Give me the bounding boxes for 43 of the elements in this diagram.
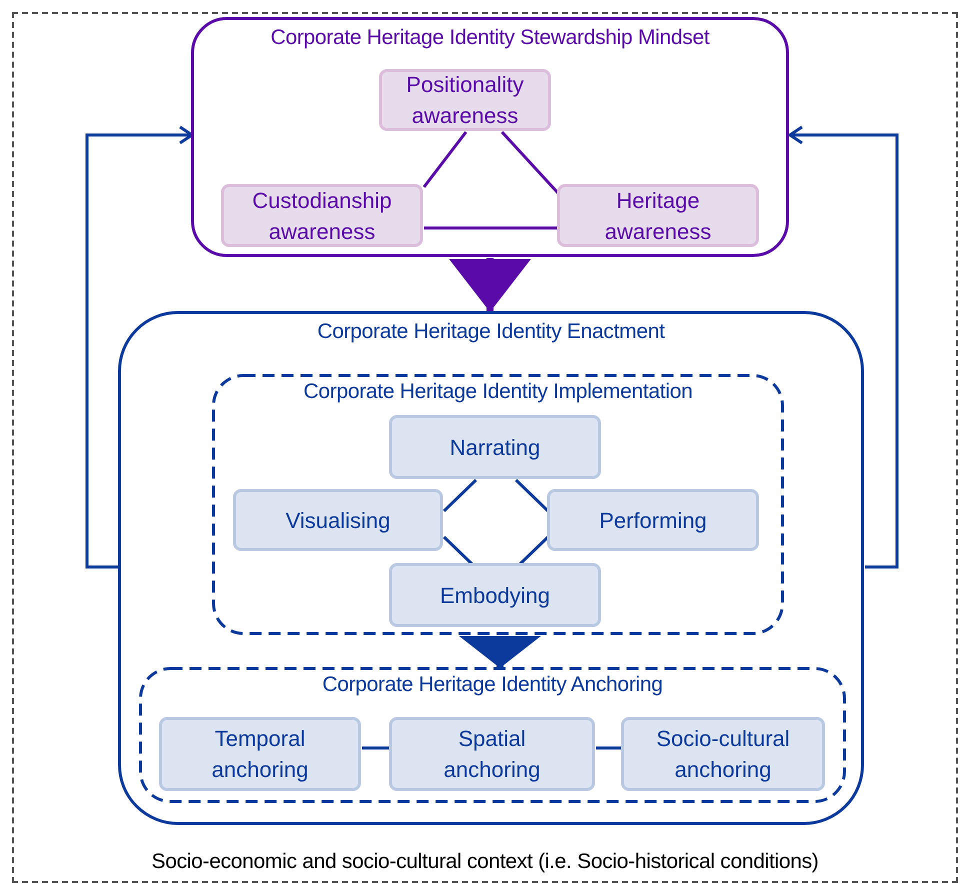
box-label: Visualising xyxy=(286,506,390,535)
box-label: Positionality awareness xyxy=(405,71,525,130)
connector-line xyxy=(596,746,622,750)
triangle-arrow xyxy=(459,636,541,668)
context-caption: Socio-economic and socio-cultural context (i.e. Socio-historical conditions) xyxy=(151,848,818,874)
feedback-arrow xyxy=(788,126,898,568)
group-title: Corporate Heritage Identity Implementation xyxy=(304,379,692,405)
feedback-arrow xyxy=(86,126,194,568)
box-label: Temporal anchoring xyxy=(210,725,310,784)
box-label: Custodianship awareness xyxy=(251,186,393,246)
connector-line xyxy=(518,536,550,566)
dashed-group-frame xyxy=(212,374,784,635)
process-box xyxy=(389,563,601,627)
box-label: Embodying xyxy=(440,582,550,610)
group-title: Corporate Heritage Identity Enactment xyxy=(317,319,665,345)
box-label: Spatial anchoring xyxy=(442,725,542,784)
connector-line xyxy=(442,478,478,512)
box-label: Narrating xyxy=(450,434,540,462)
connector-line xyxy=(500,130,560,194)
group-title: Corporate Heritage Identity Anchoring xyxy=(322,672,663,698)
connector-line xyxy=(514,478,550,512)
process-box xyxy=(389,415,601,479)
box-label: Heritage awareness xyxy=(604,186,712,246)
process-box xyxy=(233,489,443,551)
mindset-frame xyxy=(191,17,789,257)
connector-line xyxy=(442,536,474,566)
process-box xyxy=(389,717,595,791)
enactment-frame xyxy=(118,311,864,825)
connector-line xyxy=(424,226,558,230)
process-box xyxy=(547,489,759,551)
group-title: Corporate Heritage Identity Stewardship Mindset xyxy=(270,25,710,51)
process-box xyxy=(621,717,825,791)
process-box xyxy=(221,184,423,247)
process-box xyxy=(379,69,551,131)
box-label: Socio-cultural anchoring xyxy=(655,725,791,784)
box-label: Performing xyxy=(599,506,707,535)
connector-line xyxy=(422,131,468,188)
context-frame xyxy=(12,12,958,883)
connector-line xyxy=(362,746,390,750)
process-box xyxy=(557,184,759,247)
process-box xyxy=(159,717,361,791)
triangle-arrow xyxy=(449,258,531,312)
dashed-group-frame xyxy=(139,667,846,803)
